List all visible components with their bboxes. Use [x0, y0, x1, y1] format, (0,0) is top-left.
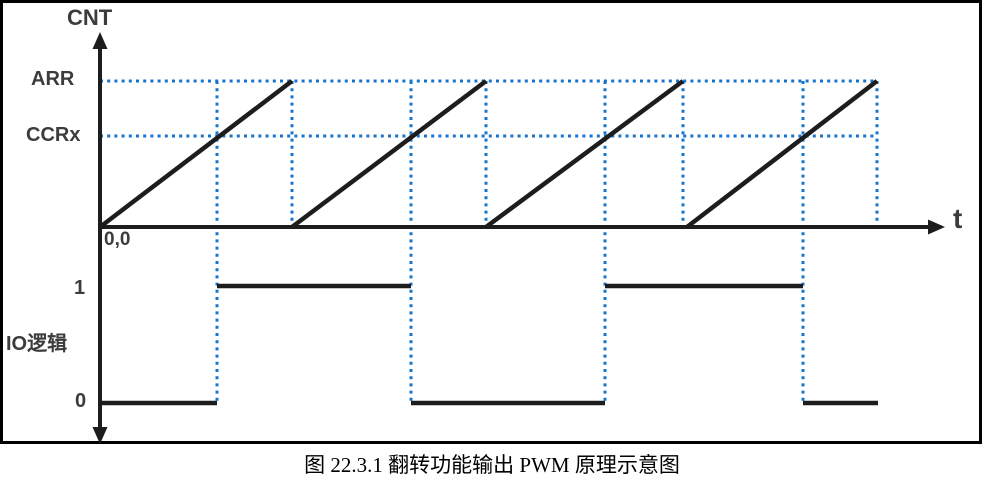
- cnt-ramp: [290, 79, 488, 229]
- logic-zero-label: 0: [75, 390, 87, 412]
- arr-level-label: ARR: [31, 68, 75, 90]
- cnt-axis-down-arrow: [92, 427, 108, 444]
- cnt-ramp: [484, 79, 685, 229]
- cnt-axis-up-arrow: [92, 32, 108, 49]
- cnt-ramp: [685, 79, 879, 229]
- figure-caption: 图 22.3.1 翻转功能输出 PWM 原理示意图: [304, 453, 680, 477]
- logic-one-label: 1: [74, 277, 86, 299]
- t-axis-arrow: [928, 219, 945, 235]
- t-axis-label: t: [953, 203, 963, 234]
- cnt-axis-label: CNT: [67, 5, 113, 30]
- cnt-ramp: [98, 79, 294, 229]
- origin-label: 0,0: [104, 229, 131, 250]
- figure-border: [0, 0, 982, 444]
- io-logic-label: IO逻辑: [6, 333, 68, 355]
- ccrx-level-label: CCRx: [26, 124, 81, 146]
